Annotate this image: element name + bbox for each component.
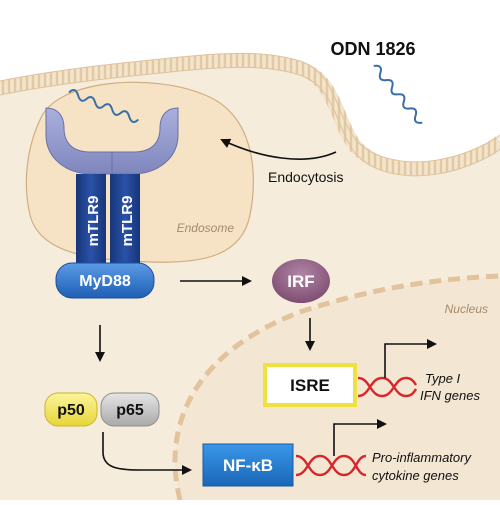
endocytosis-label: Endocytosis (268, 169, 343, 185)
odn1826-wave (373, 64, 423, 124)
isre-box (263, 363, 357, 407)
plasma-membrane (0, 53, 500, 176)
receptor-label-left: mTLR9 (85, 196, 102, 247)
dna-helix-nfkb (295, 454, 367, 477)
nfkb-label: NF-κB (223, 456, 273, 475)
transcription-arrow-ifn (384, 339, 437, 378)
irf-label: IRF (287, 272, 314, 291)
isre-label: ISRE (290, 376, 330, 395)
dna-helix-isre (357, 376, 417, 398)
tlr9-stem-right (110, 174, 140, 268)
myd88-label: MyD88 (79, 273, 131, 290)
membrane-inner-edge (0, 66, 500, 177)
tlr9-ectodomain (45, 107, 179, 175)
myd88-box (55, 262, 155, 299)
p65-box (100, 392, 160, 427)
gene1-label-line1: Type I (425, 371, 461, 386)
ligand-label: ODN 1826 (330, 39, 415, 59)
endocytosis-arrow (220, 138, 337, 160)
nucleus-label: Nucleus (445, 302, 488, 316)
p65-label: p65 (116, 402, 144, 419)
gene2-label-line1: Pro-inflammatory (372, 450, 472, 465)
extracellular-space (0, 0, 500, 163)
gene2-label-line2: cytokine genes (372, 468, 459, 483)
gene1-label-line2: IFN genes (420, 388, 480, 403)
p50-label: p50 (57, 402, 85, 419)
nuclear-envelope (172, 273, 500, 501)
membrane-outer-edge (0, 52, 500, 163)
receptor-label-right: mTLR9 (119, 196, 136, 247)
arrow-dimer-to-nfkb (102, 432, 192, 475)
irf-node (272, 259, 330, 303)
bound-odn-wave (68, 88, 139, 123)
p50-box (44, 392, 98, 427)
transcription-arrow-cytokine (333, 419, 387, 456)
tlr9-stem-left (76, 174, 106, 268)
nfkb-box (202, 443, 294, 487)
endosome-label: Endosome (177, 221, 235, 235)
